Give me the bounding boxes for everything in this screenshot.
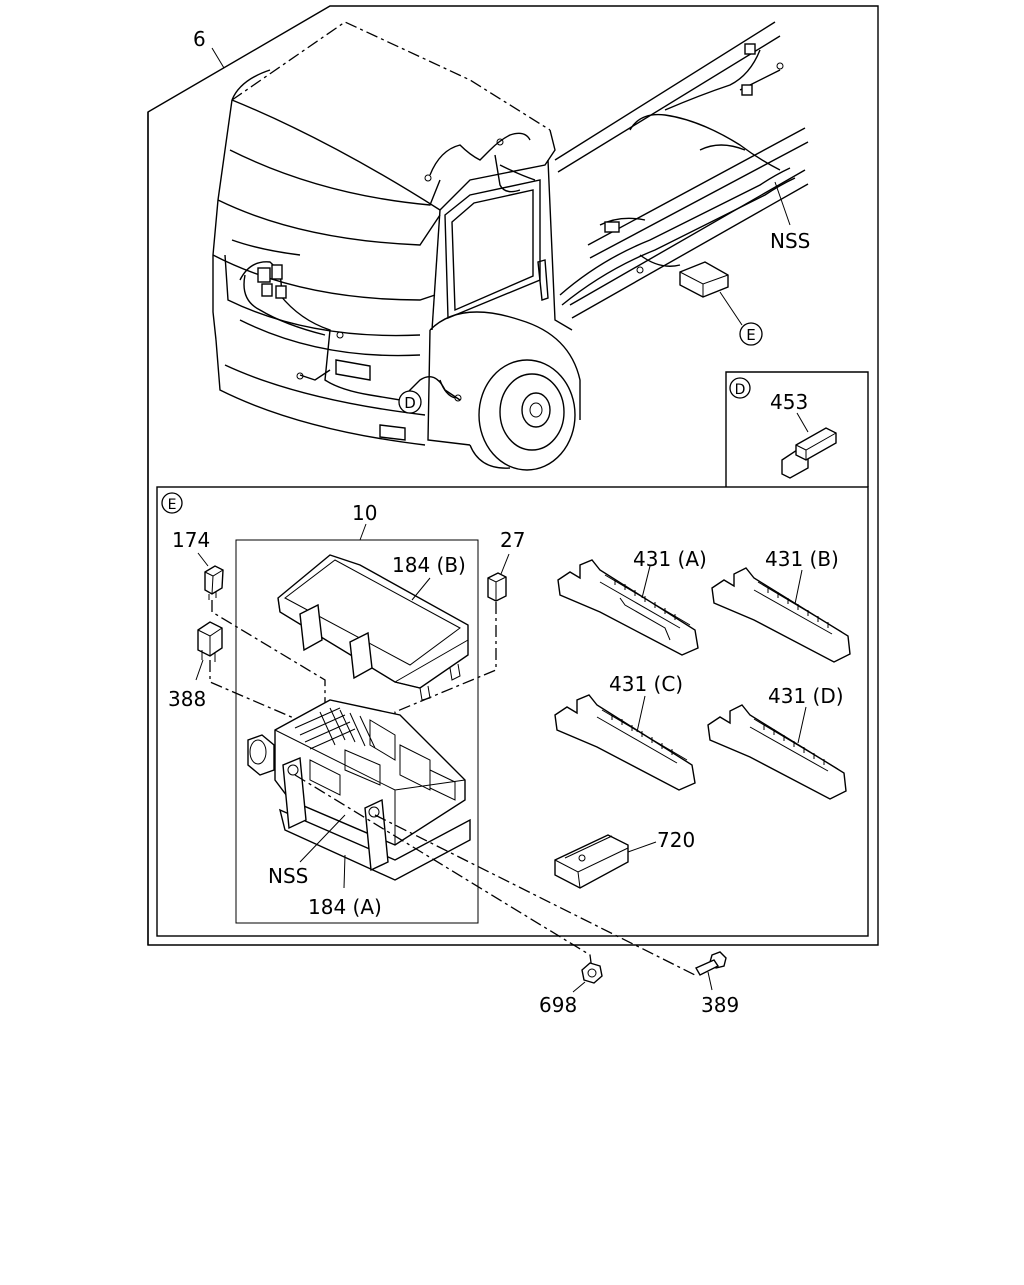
- outer-frame: [147, 5, 879, 946]
- callout-431d: 431 (D): [768, 684, 844, 708]
- callout-453: 453: [770, 390, 808, 414]
- part-174: [197, 552, 224, 600]
- ref-e-circle-box: [161, 492, 183, 514]
- ref-d-circle-box: [729, 377, 751, 399]
- part-431b: [711, 567, 851, 663]
- detail-d-frame: [725, 371, 869, 487]
- part-720: [554, 834, 657, 889]
- part-389: [695, 951, 727, 991]
- part-431d: [707, 704, 847, 800]
- callout-431a: 431 (A): [633, 547, 707, 571]
- ref-e-label-top: E: [746, 326, 755, 344]
- callout-184b: 184 (B): [392, 553, 466, 577]
- part-388: [195, 621, 223, 681]
- ref-e-label-box: E: [168, 497, 177, 513]
- callout-431b: 431 (B): [765, 547, 839, 571]
- callout-nss-top: NSS: [770, 229, 810, 253]
- part-453: [781, 412, 837, 479]
- part-698: [572, 962, 603, 993]
- ref-d-label-box: D: [735, 382, 746, 398]
- chassis-frame: [554, 21, 809, 319]
- ref-d-label-truck: D: [404, 394, 416, 412]
- callout-389: 389: [701, 993, 739, 1017]
- wiring-harness: [239, 43, 796, 402]
- part-431a: [557, 559, 699, 656]
- callout-nss-box: NSS: [268, 864, 308, 888]
- part-431c: [554, 694, 696, 791]
- section-e-frame: [156, 486, 869, 937]
- ref-e-circle-top: [739, 322, 763, 346]
- truck-cab-illustration: [212, 21, 581, 471]
- part-184b-cover: [277, 554, 469, 701]
- callout-698: 698: [539, 993, 577, 1017]
- callout-10: 10: [352, 501, 377, 525]
- relay-fuse-box-group: [235, 539, 479, 924]
- callout-431c: 431 (C): [609, 672, 683, 696]
- callout-6: 6: [193, 27, 206, 51]
- callout-720: 720: [657, 828, 695, 852]
- callout-388: 388: [168, 687, 206, 711]
- part-184a-base: [247, 699, 471, 889]
- callout-174: 174: [172, 528, 210, 552]
- part-27: [487, 553, 510, 602]
- callout-184a: 184 (A): [308, 895, 382, 919]
- callout-27: 27: [500, 528, 525, 552]
- ref-d-circle-truck: [398, 390, 422, 414]
